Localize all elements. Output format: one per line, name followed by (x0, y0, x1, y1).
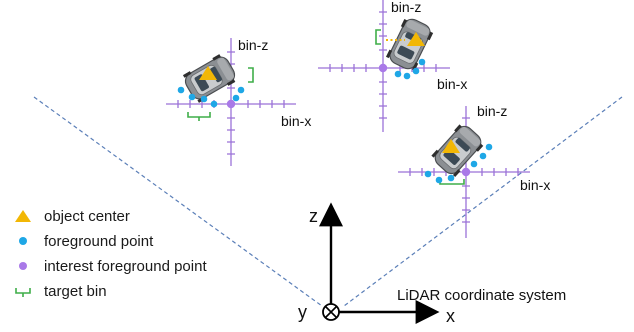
target-bin-top-vertical (375, 29, 381, 45)
interest-point-left (226, 99, 236, 109)
lidar-title: LiDAR coordinate system (397, 287, 566, 304)
object-center-right (442, 139, 460, 153)
bin-x-label-left: bin-x (281, 113, 311, 129)
lidar-z-label: z (309, 206, 318, 226)
legend-item-foreground-point: foreground point (10, 229, 270, 254)
interest-point-top (378, 63, 388, 73)
foreground-points-top (394, 58, 426, 80)
bracket-icon (15, 288, 31, 297)
lidar-y-axis-cross (324, 305, 338, 319)
legend-label: target bin (44, 283, 107, 300)
bin-z-label-top: bin-z (391, 0, 421, 15)
bin-x-label-top: bin-x (437, 76, 467, 92)
target-bin-left-vertical (248, 67, 254, 83)
triangle-icon (15, 210, 31, 222)
legend-label: foreground point (44, 233, 154, 250)
legend-item-object-center: object center (10, 204, 270, 229)
legend-item-target-bin: target bin (10, 279, 270, 304)
legend-label: interest foreground point (44, 258, 207, 275)
foreground-points-left (177, 86, 245, 108)
object-group-top: bin-z bin-x (318, 0, 467, 132)
bin-x-label-right: bin-x (520, 177, 550, 193)
blue-dot-icon (19, 237, 27, 245)
legend: object center foreground point interest … (10, 204, 270, 304)
lidar-x-label: x (446, 306, 455, 326)
bin-z-label-right: bin-z (477, 103, 507, 119)
target-bin-left-horizontal (187, 112, 211, 121)
lidar-y-label: y (298, 302, 307, 322)
lidar-coordinate-system: z x y LiDAR coordinate system (298, 202, 566, 326)
bin-z-label-left: bin-z (238, 37, 268, 53)
object-center-left (199, 66, 217, 80)
object-group-left: bin-z bin-x (166, 37, 311, 166)
foreground-points-right (424, 143, 493, 184)
object-group-right: bin-z bin-x (398, 103, 550, 238)
legend-item-interest-point: interest foreground point (10, 254, 270, 279)
purple-dot-icon (19, 262, 27, 270)
interest-point-right (461, 167, 471, 177)
legend-label: object center (44, 208, 130, 225)
fov-line-right (343, 96, 623, 307)
fov-line-left (33, 96, 323, 307)
object-center-top (407, 32, 425, 46)
